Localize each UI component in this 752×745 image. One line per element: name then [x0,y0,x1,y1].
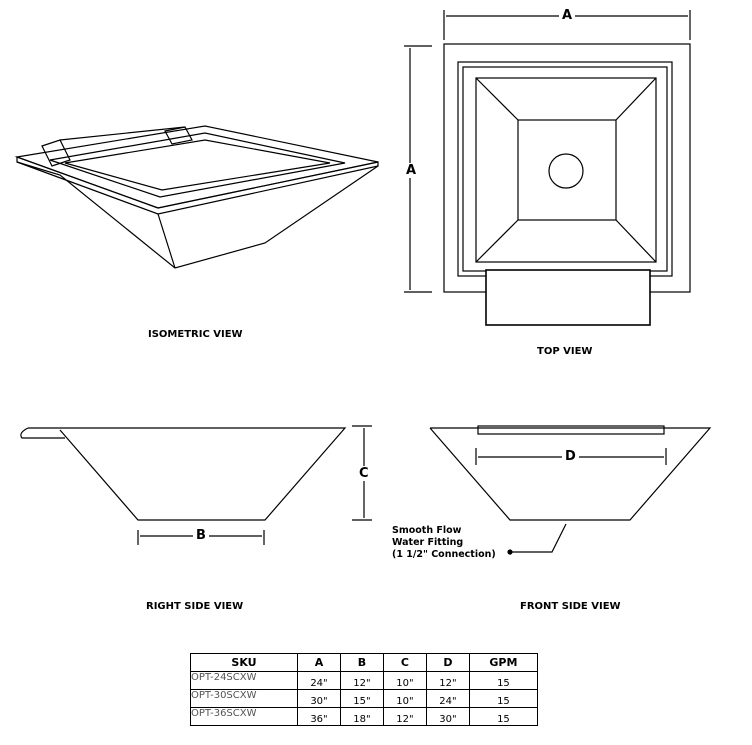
cell: 15" [339,689,384,708]
header-d: D [425,653,470,672]
dim-d: D [562,449,579,464]
cell: 10" [382,671,427,690]
right-side-view-label: RIGHT SIDE VIEW [146,601,244,612]
front-side-view-label: FRONT SIDE VIEW [520,601,621,612]
cell: 30" [425,707,470,726]
cell: 30" [297,689,341,708]
cell-sku: OPT-36SCXW [190,707,298,726]
note-line: Smooth Flow [392,525,462,536]
spout-right [164,126,193,145]
fitting-note: Smooth Flow Water Fitting (1 1/2" Connec… [392,525,496,561]
header-b: B [339,653,384,672]
cell-sku: OPT-30SCXW [190,689,298,708]
dim-c: C [356,466,372,481]
dim-b: B [193,528,209,543]
cell: 12" [382,707,427,726]
dim-a-top: A [559,8,576,23]
header-a: A [297,653,341,672]
spec-table: SKU A B C D GPM OPT-24SCXW 24" 12" 10" 1… [190,653,539,726]
cell: 12" [425,671,470,690]
cell: 24" [425,689,470,708]
table-row: OPT-36SCXW 36" 18" 12" 30" 15 [190,707,539,726]
top-view-label: TOP VIEW [537,346,593,357]
cell: 12" [339,671,384,690]
note-line: Water Fitting [392,537,464,548]
note-line: (1 1/2" Connection) [392,549,496,560]
cell-sku: OPT-24SCXW [190,671,298,690]
table-row: OPT-24SCXW 24" 12" 10" 12" 15 [190,671,539,690]
cell: 18" [339,707,384,726]
spout-left [41,139,71,167]
header-gpm: GPM [468,653,539,672]
cell: 24" [297,671,341,690]
cell: 36" [297,707,341,726]
cell: 15 [468,671,539,690]
isometric-view-label: ISOMETRIC VIEW [148,329,243,340]
top-view [404,10,691,326]
table-row: OPT-30SCXW 30" 15" 10" 24" 15 [190,689,539,708]
header-c: C [382,653,427,672]
cell: 10" [382,689,427,708]
table-header-row: SKU A B C D GPM [190,653,539,672]
cell: 15 [468,707,539,726]
header-sku: SKU [190,653,298,672]
isometric-bowl [14,125,379,269]
dim-a-side: A [403,163,420,178]
cell: 15 [468,689,539,708]
